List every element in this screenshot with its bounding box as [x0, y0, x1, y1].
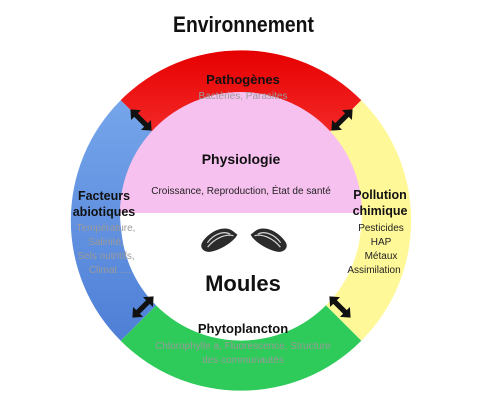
physiologie-sub: Croissance, Reproduction, État de santé — [151, 184, 331, 197]
abiotiques-sub-line1: Température, — [77, 223, 136, 234]
mussel-right-icon — [250, 228, 287, 252]
abiotiques-heading-line2: abiotiques — [73, 205, 136, 219]
segment-bottom-phytoplancton — [120, 305, 362, 391]
arrow-top-right-icon — [331, 109, 353, 131]
pollution-heading-line1: Pollution — [353, 188, 406, 202]
pollution-sub-line2: HAP — [371, 237, 392, 248]
pollution-sub-line4: Assimilation — [347, 265, 400, 276]
inner-physiologie-region — [120, 92, 362, 213]
pathogenes-heading: Pathogènes — [206, 72, 280, 87]
phytoplancton-heading: Phytoplancton — [198, 321, 288, 336]
phytoplancton-sub-line2: des communautés — [202, 355, 284, 366]
moules-title: Moules — [205, 271, 281, 296]
abiotiques-heading-line1: Facteurs — [78, 189, 130, 203]
pollution-heading-line2: chimique — [353, 204, 408, 218]
inner-moules-region — [120, 213, 362, 334]
abiotiques-sub-line4: Climat .... — [89, 265, 131, 276]
pathogenes-sub: Bactéries, Parasites — [199, 91, 288, 102]
pollution-sub-line3: Métaux — [365, 251, 398, 262]
diagram-title: Environnement — [173, 12, 314, 37]
abiotiques-sub-line3: Sels nutritifs, — [77, 251, 134, 262]
arrow-top-left-icon — [130, 109, 152, 131]
abiotiques-sub-line2: Salinité, — [88, 237, 124, 248]
arrow-bottom-left-icon — [132, 296, 154, 318]
mussel-left-icon — [201, 228, 238, 252]
arrow-bottom-right-icon — [329, 296, 351, 318]
phytoplancton-sub-line1: Chlorophylle a, Fluorescence, Structure — [155, 341, 331, 352]
pollution-sub-line1: Pesticides — [358, 223, 404, 234]
physiologie-title: Physiologie — [202, 151, 281, 167]
